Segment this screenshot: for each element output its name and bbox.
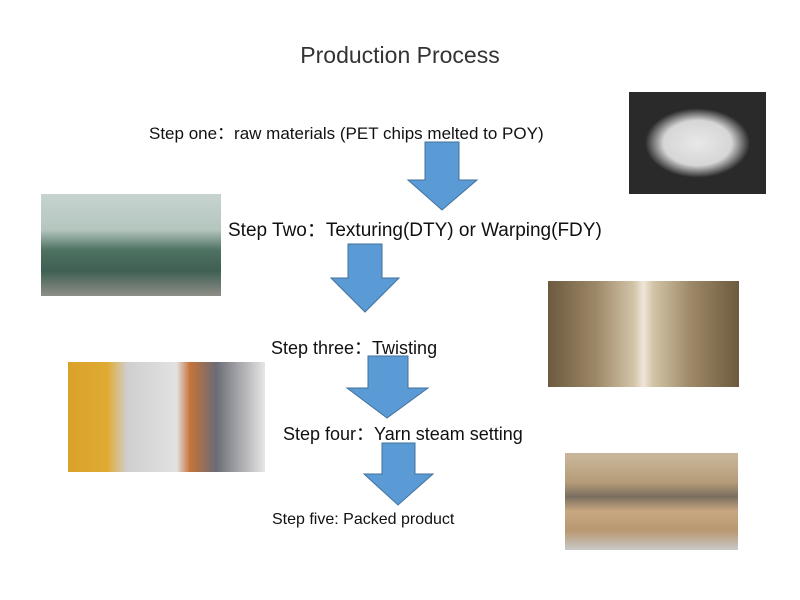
twisting-machine-photo — [548, 281, 739, 387]
step-three-label: Step three：Twisting — [271, 338, 438, 358]
step-four-label: Step four：Yarn steam setting — [283, 424, 523, 444]
warehouse-photo — [565, 453, 738, 550]
pet-chips-photo — [629, 92, 766, 194]
down-arrow-icon — [345, 355, 430, 419]
down-arrow-icon — [329, 243, 401, 313]
diagram-title: Production Process — [300, 42, 500, 68]
steam-setting-photo — [68, 362, 265, 472]
down-arrow-icon — [406, 141, 479, 211]
down-arrow-icon — [362, 442, 435, 506]
step-two-label: Step Two：Texturing(DTY) or Warping(FDY) — [228, 220, 602, 241]
texturing-machine-photo — [41, 194, 221, 296]
step-one-label: Step one：raw materials (PET chips melted… — [149, 124, 544, 143]
step-five-label: Step five: Packed product — [272, 511, 455, 528]
